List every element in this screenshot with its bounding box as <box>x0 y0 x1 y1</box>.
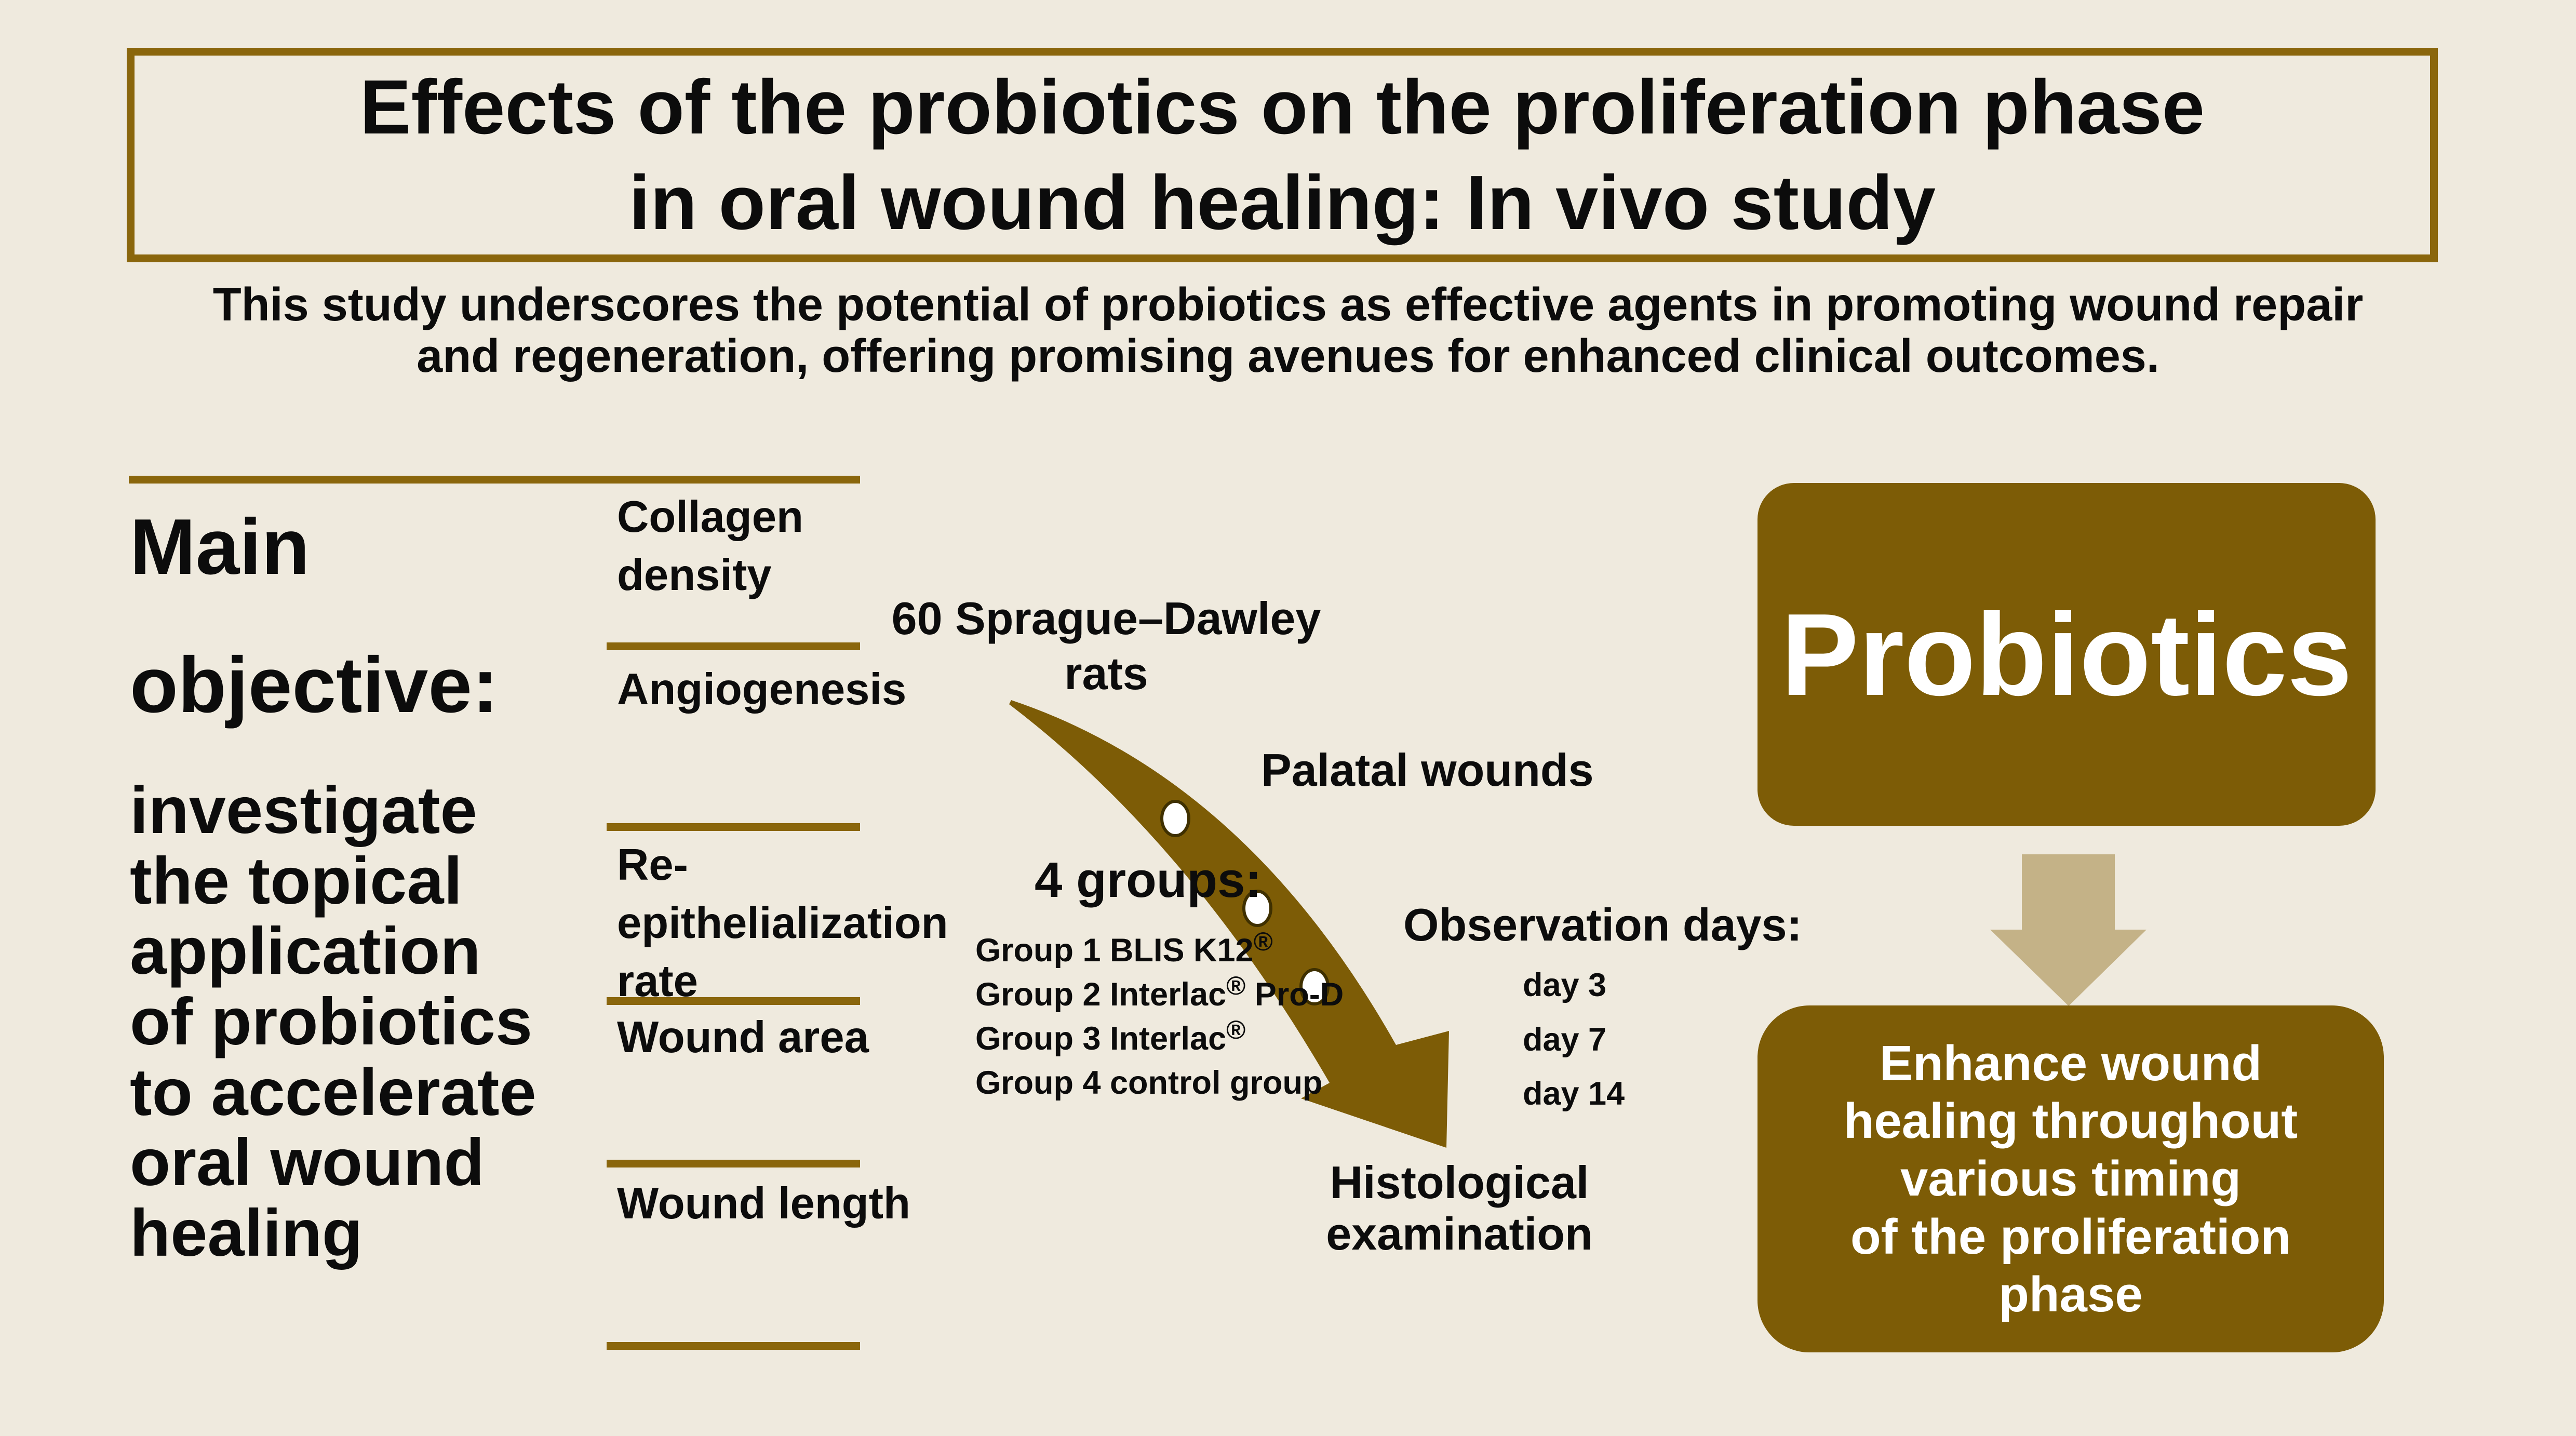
palatal-wounds-label: Palatal wounds <box>1261 744 1594 796</box>
divider-line <box>607 642 860 650</box>
groups-heading: 4 groups: <box>1035 852 1262 908</box>
probiotics-box: Probiotics <box>1757 483 2376 826</box>
main-objective-text: investigate the topical application of p… <box>130 773 536 1271</box>
title-box: Effects of the probiotics on the prolife… <box>127 48 2438 262</box>
group-item-text: Pro-D <box>1245 976 1344 1013</box>
page-title-line-2: in oral wound healing: In vivo study <box>628 159 1936 246</box>
page-title-line-1: Effects of the probiotics on the prolife… <box>359 64 2205 150</box>
result-box-text: Enhance wound healing throughout various… <box>1843 1035 2298 1323</box>
group-item-1: Group 1 BLIS K12® <box>975 926 1344 973</box>
divider-line <box>607 823 860 831</box>
probiotics-label: Probiotics <box>1780 588 2353 720</box>
divider-line-top <box>129 476 860 484</box>
subtitle: This study underscores the potential of … <box>212 279 2364 382</box>
group-item-text: Group 2 Interlac <box>975 976 1227 1013</box>
group-item-text: Group 4 control group <box>975 1065 1323 1102</box>
divider-line <box>607 997 860 1005</box>
group-item-3: Group 3 Interlac® <box>975 1014 1344 1061</box>
result-box: Enhance wound healing throughout various… <box>1757 1005 2384 1352</box>
group-item-text: Group 3 Interlac <box>975 1021 1227 1057</box>
main-objective-heading: Main objective: <box>130 503 499 729</box>
down-arrow-icon <box>1990 854 2146 1006</box>
registered-mark-icon: ® <box>1226 970 1246 1000</box>
sample-label: 60 Sprague–Dawley rats <box>891 593 1321 699</box>
group-item-text: Group 1 BLIS K12 <box>975 932 1254 969</box>
observation-days-list: day 3 day 7 day 14 <box>1523 967 1625 1112</box>
divider-line-bottom <box>607 1342 860 1350</box>
outcome-angiogenesis: Angiogenesis <box>617 665 907 714</box>
divider-line <box>607 1160 860 1167</box>
outcome-collagen-density: Collagen density <box>617 492 803 600</box>
histological-examination-label: Histological examination <box>1326 1157 1593 1259</box>
outcome-wound-length: Wound length <box>617 1179 910 1228</box>
registered-mark-icon: ® <box>1226 1014 1246 1044</box>
registered-mark-icon: ® <box>1253 926 1273 956</box>
group-item-4: Group 4 control group <box>975 1061 1344 1105</box>
outcome-reepithelialization-rate: Re-epithelialization rate <box>617 840 948 1006</box>
outcome-wound-area: Wound area <box>617 1013 869 1062</box>
arrow-step-dot-icon <box>1160 800 1190 837</box>
group-item-2: Group 2 Interlac® Pro-D <box>975 970 1344 1017</box>
groups-list: Group 1 BLIS K12® Group 2 Interlac® Pro-… <box>975 926 1344 1105</box>
observation-days-heading: Observation days: <box>1403 899 1802 950</box>
